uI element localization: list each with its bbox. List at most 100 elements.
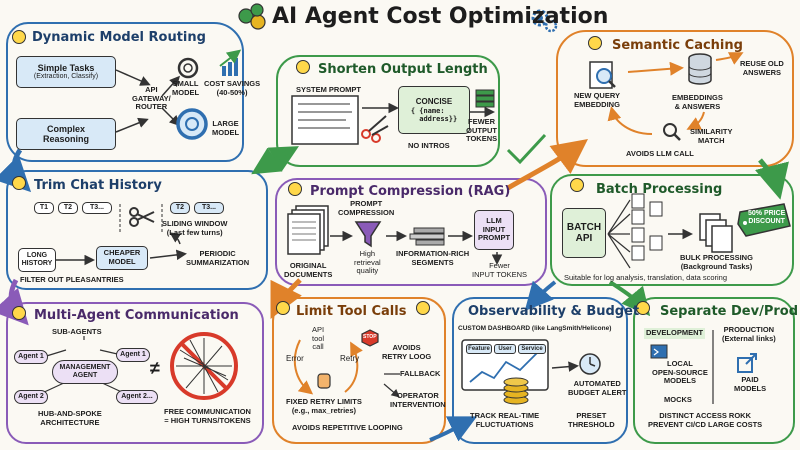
management-agent-box: MANAGEMENT AGENT: [52, 360, 118, 384]
sep-panel: [633, 297, 795, 444]
high-quality-label: High retrieval quality: [354, 249, 381, 276]
compression-title: Prompt Compression (RAG): [310, 184, 511, 199]
tools-panel: [272, 297, 446, 444]
fallback-label: FALLBACK: [400, 369, 441, 378]
free-comm-label: FREE COMMUNICATION = HIGH TURNS/TOKENS: [164, 407, 251, 425]
fixed-retry-label: FIXED RETRY LIMITS (e.g., max_retries): [286, 397, 362, 415]
small-model-label: SMALL MODEL: [172, 79, 200, 97]
fewer-output-label: FEWER OUTPUT TOKENS: [466, 117, 498, 144]
cost-savings-label: COST SAVINGS (40-50%): [204, 79, 261, 97]
stop-label: STOP: [363, 334, 377, 340]
batch-panel: [550, 174, 794, 286]
magnifier-doc-icon: [589, 61, 616, 89]
tab-user[interactable]: User: [494, 344, 516, 354]
filter-label: FILTER OUT PLEASANTRIES: [20, 275, 124, 284]
openai-logo-icon: [177, 57, 199, 79]
local-models-label: LOCAL OPEN-SOURCE MODELS: [652, 359, 708, 386]
json-example: { {name: address}}: [410, 106, 458, 123]
reuse-label: REUSE OLD ANSWERS: [740, 59, 784, 77]
dashboard-label: CUSTOM DASHBOARD (like LangSmith/Helicon…: [458, 325, 612, 332]
fan-out-docs-icon: [607, 193, 663, 269]
lightbulb-icon: [12, 30, 26, 44]
track-label: TRACK REAL-TIME FLUCTUATIONS: [470, 411, 540, 429]
routing-panel: [6, 22, 244, 162]
distinct-access-label: DISTINCT ACCESS ROKK PREVENT CI/CD LARGE…: [648, 411, 763, 429]
paid-models-label: PAID MODELS: [734, 375, 767, 393]
suitable-label: Suitable for log analysis, translation, …: [564, 273, 728, 282]
tools-title: Limit Tool Calls: [296, 304, 407, 319]
bulk-docs-icon: [699, 213, 733, 253]
complex-reasoning-box: Complex Reasoning: [16, 118, 116, 150]
lightbulb-icon: [12, 176, 26, 190]
sep-title: Separate Dev/Prod: [660, 304, 799, 319]
bulk-label: BULK PROCESSING (Background Tasks): [680, 253, 753, 271]
lightbulb-icon: [296, 60, 310, 74]
price-tag-icon: [737, 203, 791, 237]
preset-label: PRESET THRESHOLD: [568, 411, 615, 429]
avoids-llm-label: AVOIDS LLM CALL: [626, 149, 694, 158]
system-prompt-label: SYSTEM PROMPT: [296, 85, 362, 94]
shorten-title: Shorten Output Length: [318, 62, 488, 77]
no-intros-label: NO INTROS: [408, 141, 450, 150]
gateway-label: API GATEWAY/ ROUTER: [132, 85, 171, 112]
error-label: Error: [286, 354, 304, 363]
info-rich-label: INFORMATION-RICH SEGMENTS: [396, 249, 470, 267]
trim-panel: [6, 170, 268, 290]
coins-stack-icon: [503, 377, 529, 405]
terminal-icon: [650, 344, 668, 359]
operator-label: OPERATOR INTERVENTION: [390, 391, 446, 409]
lightbulb-icon: [588, 36, 602, 50]
search-icon: [663, 123, 681, 141]
lightbulb-icon: [416, 301, 430, 315]
lightbulb-icon: [276, 301, 290, 315]
turn-t1: T1: [34, 202, 54, 214]
agent-node: Agent 2...: [116, 390, 158, 404]
not-equal-sign: ≠: [150, 358, 160, 378]
sliding-window-label: SLIDING WINDOW (Last few turns): [162, 219, 228, 237]
tab-feature[interactable]: Feature: [466, 344, 492, 354]
turn-t2-kept: T2: [170, 202, 190, 214]
sub-agents-label: SUB-AGENTS: [52, 327, 102, 336]
periodic-label: PERIODIC SUMMARIZATION: [186, 249, 250, 267]
obs-title: Observability & Budget: [468, 304, 640, 319]
turn-t3-kept: T3...: [194, 202, 224, 214]
lightbulb-icon: [12, 306, 26, 320]
llm-input-box: LLM INPUT PROMPT: [474, 210, 514, 250]
simple-tasks-sub: (Extraction, Classify): [33, 73, 99, 81]
lightbulb-icon: [636, 301, 650, 315]
stack-layers-icon: [475, 89, 495, 108]
retry-label: Retry: [340, 354, 360, 363]
long-history-box: LONG HISTORY: [18, 248, 56, 272]
api-call-label: API tool call: [312, 325, 325, 352]
agent-node: Agent 1: [14, 350, 48, 364]
batch-title: Batch Processing: [596, 182, 723, 197]
lightbulb-icon: [288, 182, 302, 196]
discount-label: 50% PRICE DISCOUNT: [748, 210, 786, 226]
multi-panel: [6, 302, 264, 444]
agent-node: Agent 1: [116, 348, 150, 362]
routing-title: Dynamic Model Routing: [32, 30, 206, 45]
shorten-panel: [276, 55, 500, 167]
coins-icon: [238, 3, 266, 30]
scissors-icon-trim: [129, 207, 155, 227]
prompt-comp-label: PROMPT COMPRESSION: [338, 199, 395, 217]
compression-panel: [275, 178, 547, 286]
simple-tasks-box: Simple Tasks (Extraction, Classify): [16, 56, 116, 88]
external-link-icon: [737, 353, 757, 373]
similarity-label: SIMILARITY MATCH: [690, 127, 733, 145]
caching-title: Semantic Caching: [612, 38, 743, 53]
database-icon: [688, 53, 712, 85]
multi-title: Multi-Agent Communication: [34, 308, 239, 323]
avoids-repetitive-label: AVOIDS REPETITIVE LOOPING: [292, 423, 403, 432]
cheaper-model-box: CHEAPER MODEL: [96, 246, 148, 270]
tab-service[interactable]: Service: [518, 344, 546, 354]
simple-tasks-label: Simple Tasks: [37, 62, 95, 73]
turn-t3: T3...: [82, 202, 112, 214]
stop-sign-icon: [361, 329, 379, 347]
lightbulb-icon: [570, 178, 584, 192]
budget-alert-label: AUTOMATED BUDGET ALERT: [568, 379, 627, 397]
large-model-label: LARGE MODEL: [212, 119, 240, 137]
trim-title: Trim Chat History: [34, 178, 162, 193]
mocks-label: MOCKS: [664, 395, 692, 404]
new-query-label: NEW QUERY EMBEDDING: [574, 91, 620, 109]
